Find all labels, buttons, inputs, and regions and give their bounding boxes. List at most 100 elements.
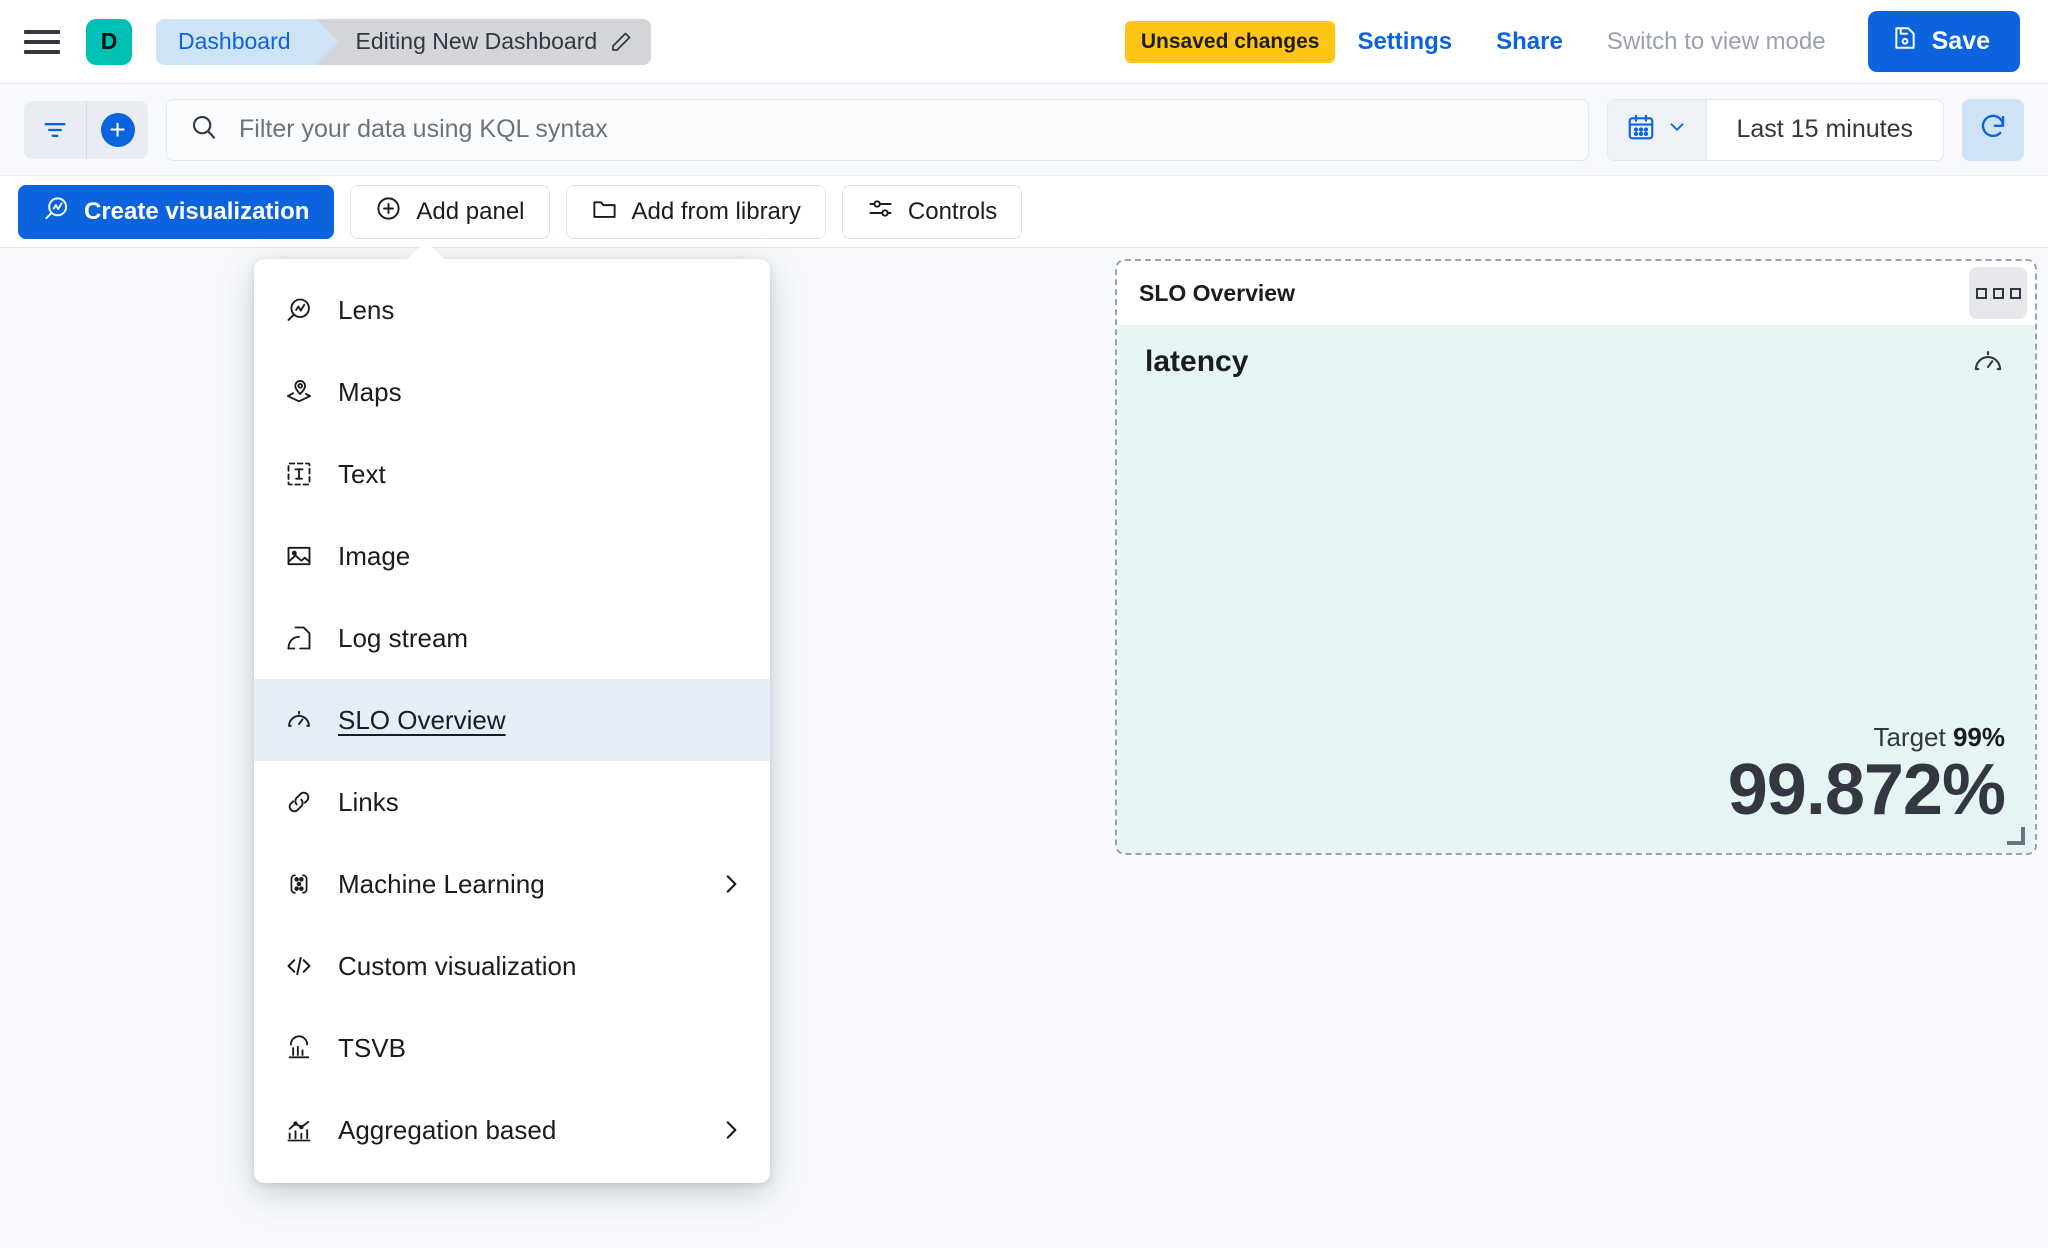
controls-label: Controls xyxy=(907,197,998,225)
add-panel-label: Add panel xyxy=(416,197,525,225)
save-button-label: Save xyxy=(1931,27,1990,55)
slo-overview-panel[interactable]: SLO Overview latency xyxy=(1115,259,2037,855)
add-filter-button[interactable]: + xyxy=(86,100,148,159)
gauge-icon xyxy=(1971,345,2005,384)
panel-context-menu-icon[interactable] xyxy=(1969,267,2027,319)
menu-item-text-label: Text xyxy=(338,458,386,489)
plus-circle-outline-icon xyxy=(375,195,402,229)
menu-item-machine-learning-label: Machine Learning xyxy=(338,868,545,899)
menu-item-lens-label: Lens xyxy=(338,294,395,325)
tsvb-chart-icon xyxy=(284,1034,314,1062)
code-icon xyxy=(284,952,314,980)
folder-icon xyxy=(591,195,618,229)
hamburger-bar xyxy=(24,39,60,44)
menu-item-slo-overview-label: SLO Overview xyxy=(338,704,506,735)
menu-item-machine-learning[interactable]: Machine Learning xyxy=(254,843,770,925)
slo-target-value: 99% xyxy=(1952,722,2005,753)
menu-item-image[interactable]: Image xyxy=(254,515,770,597)
chevron-right-icon xyxy=(718,1117,744,1143)
slo-current-value: 99.872% xyxy=(1727,750,2006,831)
avatar[interactable]: D xyxy=(86,18,132,65)
share-link[interactable]: Share xyxy=(1496,27,1563,55)
breadcrumb-current-label: Editing New Dashboard xyxy=(355,28,598,54)
menu-item-slo-overview[interactable]: SLO Overview xyxy=(254,679,770,761)
pencil-icon[interactable] xyxy=(609,30,633,54)
text-box-icon xyxy=(284,460,314,488)
hamburger-bar xyxy=(24,29,60,34)
time-range-display[interactable]: Last 15 minutes xyxy=(1736,115,1914,143)
search-box[interactable] xyxy=(166,98,1589,161)
add-from-library-label: Add from library xyxy=(631,197,801,225)
breadcrumb-dashboard-label: Dashboard xyxy=(178,28,291,54)
add-panel-button[interactable]: Add panel xyxy=(350,184,550,239)
image-icon xyxy=(284,542,314,570)
dashboard-canvas: Lens Maps Text xyxy=(0,242,2048,1248)
date-picker: Last 15 minutes xyxy=(1606,98,1944,161)
slo-metrics: Target 99% 99.872% xyxy=(1145,722,2006,831)
calendar-icon xyxy=(1626,112,1656,147)
refresh-icon xyxy=(1978,112,2008,147)
menu-item-maps-label: Maps xyxy=(338,376,402,407)
menu-item-links[interactable]: Links xyxy=(254,761,770,843)
menu-item-tsvb[interactable]: TSVB xyxy=(254,1007,770,1089)
link-icon xyxy=(284,788,314,816)
slo-target: Target 99% xyxy=(1145,722,2005,753)
save-disk-icon xyxy=(1892,25,1918,58)
search-icon xyxy=(189,112,219,147)
menu-item-log-stream-label: Log stream xyxy=(338,622,469,653)
breadcrumb-item-current[interactable]: Editing New Dashboard xyxy=(315,18,652,65)
log-stream-icon xyxy=(284,624,314,652)
panel-title: SLO Overview xyxy=(1139,279,1295,306)
filter-group: + xyxy=(24,100,148,159)
menu-item-custom-visualization[interactable]: Custom visualization xyxy=(254,925,770,1007)
chevron-down-icon xyxy=(1666,116,1688,143)
controls-button[interactable]: Controls xyxy=(841,184,1023,239)
menu-item-aggregation-based-label: Aggregation based xyxy=(338,1114,557,1145)
lens-icon xyxy=(43,195,70,229)
menu-item-tsvb-label: TSVB xyxy=(338,1032,406,1063)
filter-icon[interactable] xyxy=(24,101,86,159)
plus-circle-icon: + xyxy=(100,112,135,147)
add-from-library-button[interactable]: Add from library xyxy=(565,184,826,239)
add-panel-menu: Lens Maps Text xyxy=(254,242,770,1183)
aggregation-chart-icon xyxy=(284,1116,314,1144)
date-picker-calendar-button[interactable] xyxy=(1607,99,1707,160)
hamburger-bar xyxy=(24,49,60,54)
panel-header: SLO Overview xyxy=(1117,261,2035,325)
edit-toolbar: Create visualization Add panel Add from … xyxy=(0,176,2048,248)
machine-learning-icon xyxy=(284,870,314,898)
panel-menu-square xyxy=(2009,287,2021,299)
controls-icon xyxy=(867,195,894,229)
hamburger-menu-icon[interactable] xyxy=(24,22,64,62)
create-visualization-label: Create visualization xyxy=(84,197,310,225)
save-button[interactable]: Save xyxy=(1867,11,2020,72)
gauge-icon xyxy=(284,706,314,734)
slo-target-label: Target xyxy=(1873,722,1946,753)
breadcrumb: Dashboard Editing New Dashboard xyxy=(156,18,652,65)
menu-item-text[interactable]: Text xyxy=(254,433,770,515)
chevron-right-icon xyxy=(718,871,744,897)
menu-item-custom-visualization-label: Custom visualization xyxy=(338,950,577,981)
search-input[interactable] xyxy=(239,115,1566,144)
create-visualization-button[interactable]: Create visualization xyxy=(18,184,335,239)
menu-item-aggregation-based[interactable]: Aggregation based xyxy=(254,1089,770,1171)
map-pin-layers-icon xyxy=(284,378,314,406)
slo-top-row: latency xyxy=(1145,345,2005,384)
panel-menu-square xyxy=(1992,287,2004,299)
lens-icon xyxy=(284,296,314,324)
header-actions: Unsaved changes Settings Share Switch to… xyxy=(1124,11,2020,72)
query-bar: + xyxy=(0,84,2048,176)
menu-item-lens[interactable]: Lens xyxy=(254,269,770,351)
settings-link[interactable]: Settings xyxy=(1357,27,1453,55)
slo-name: latency xyxy=(1145,345,1249,378)
panel-body: latency Target 99% 99.872% xyxy=(1117,325,2035,853)
resize-handle-icon[interactable] xyxy=(2007,827,2025,845)
breadcrumb-item-dashboard[interactable]: Dashboard xyxy=(156,18,338,65)
refresh-button[interactable] xyxy=(1962,98,2024,161)
menu-item-image-label: Image xyxy=(338,540,411,571)
switch-to-view-mode-link[interactable]: Switch to view mode xyxy=(1606,27,1826,55)
menu-item-maps[interactable]: Maps xyxy=(254,351,770,433)
menu-item-log-stream[interactable]: Log stream xyxy=(254,597,770,679)
menu-item-links-label: Links xyxy=(338,786,399,817)
status-badge-unsaved[interactable]: Unsaved changes xyxy=(1124,20,1336,63)
